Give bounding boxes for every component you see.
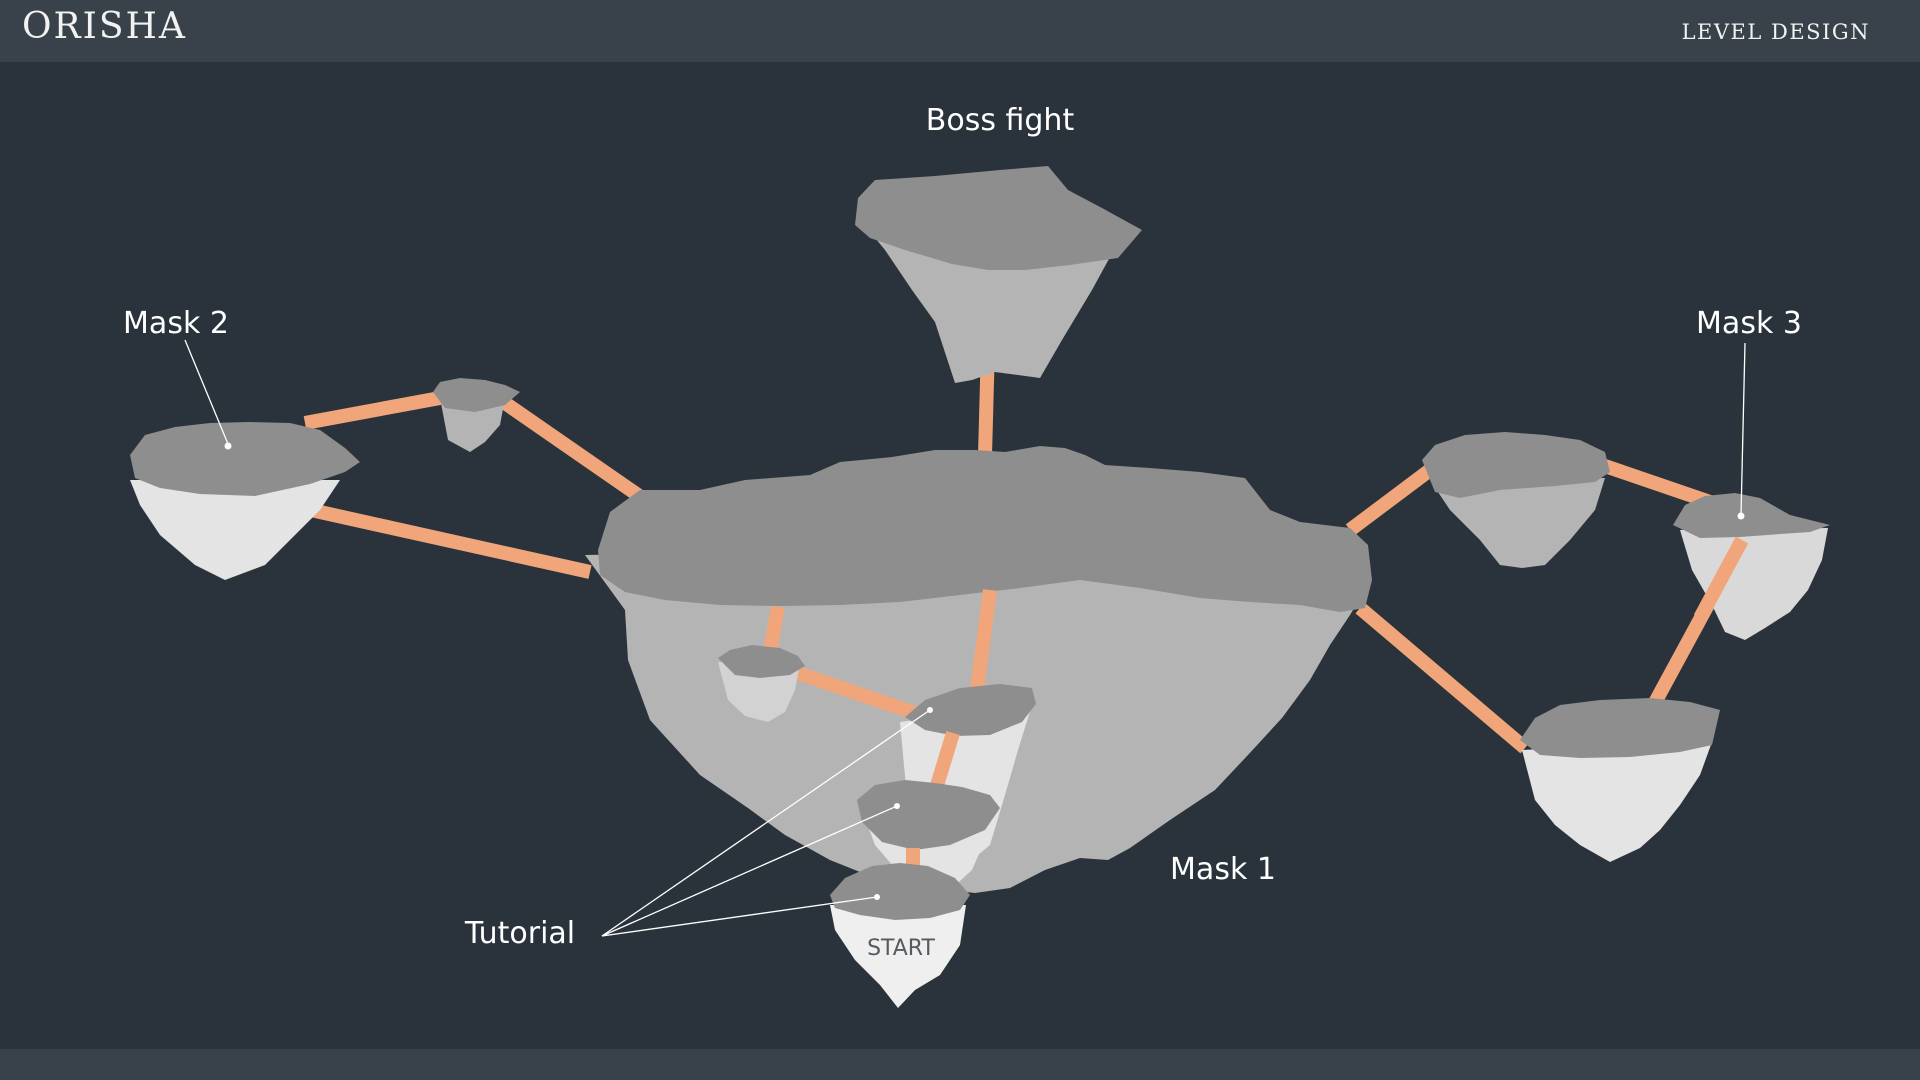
start-island-body <box>830 905 966 1008</box>
header-bar: ORISHA LEVEL DESIGN <box>0 0 1920 62</box>
right-upper-island-top <box>1422 432 1610 498</box>
bridge-main-right-lower <box>1355 602 1530 754</box>
bridge-main-right-upper <box>1345 464 1435 536</box>
mask-2-leader <box>184 339 229 445</box>
tutorial-island-1-top <box>905 684 1036 736</box>
annotation-dots <box>224 442 1745 900</box>
right-upper-island <box>1422 432 1610 568</box>
mask-2-island-body <box>130 480 340 580</box>
label-tutorial: Tutorial <box>464 916 575 951</box>
footer-bar <box>0 1049 1920 1080</box>
right-lower-island-body <box>1522 742 1712 862</box>
label-start: START <box>867 936 935 961</box>
mask-2-island-top <box>130 422 360 496</box>
label-boss-fight: Boss fight <box>926 103 1075 138</box>
tutorial-island-2-top <box>857 780 1000 850</box>
right-lower-island <box>1520 698 1720 862</box>
boss-fight-island <box>855 166 1142 383</box>
tutorial-leader-3 <box>601 896 878 937</box>
right-lower-island-top <box>1520 698 1720 758</box>
mask-3-leader <box>1740 342 1746 516</box>
bridge-mask3-down-overlay <box>1693 536 1749 622</box>
inner-small-island <box>718 645 805 722</box>
start-island-top <box>830 863 970 920</box>
tutorial-leader-2 <box>601 805 898 937</box>
small-left-island-top <box>433 378 520 412</box>
label-mask-2: Mask 2 <box>123 306 229 341</box>
brand-title: ORISHA <box>22 6 187 47</box>
inner-small-island-body <box>718 662 800 722</box>
tutorial-dot-2 <box>894 803 900 809</box>
bridge-main-tutorial-1 <box>970 589 997 691</box>
bridge-small-main <box>501 397 649 506</box>
mask-2-island <box>130 422 360 580</box>
right-upper-island-body <box>1430 478 1605 568</box>
tutorial-leader-1 <box>601 709 931 937</box>
label-mask-3: Mask 3 <box>1696 306 1802 341</box>
inner-small-island-top <box>718 645 805 678</box>
bridge-mask2-small <box>303 391 442 430</box>
section-title: LEVEL DESIGN <box>1681 20 1870 44</box>
start-island <box>830 863 970 1008</box>
small-left-island-body <box>440 398 505 452</box>
mask-3-island-body <box>1680 528 1828 640</box>
mask-3-island-top <box>1673 493 1830 538</box>
bridges <box>246 271 1749 754</box>
annotations <box>184 339 1746 937</box>
tutorial-dot-1 <box>927 707 933 713</box>
mask-3-dot <box>1737 512 1745 520</box>
boss-island-top <box>855 166 1142 270</box>
label-mask-1: Mask 1 <box>1170 852 1276 887</box>
bridge-main-inner-small <box>763 605 785 654</box>
small-left-island <box>433 378 520 452</box>
main-island-top <box>598 446 1372 612</box>
tutorial-dot-3 <box>874 894 880 900</box>
bridges-inner <box>763 589 997 720</box>
bridge-inner-small-tutorial-1 <box>777 660 918 720</box>
mask-2-dot <box>224 442 232 450</box>
bridge-right-upper-mask3 <box>1602 459 1713 509</box>
mask-3-island <box>1673 493 1830 640</box>
bridge-tutorial-1-2 <box>928 730 960 795</box>
